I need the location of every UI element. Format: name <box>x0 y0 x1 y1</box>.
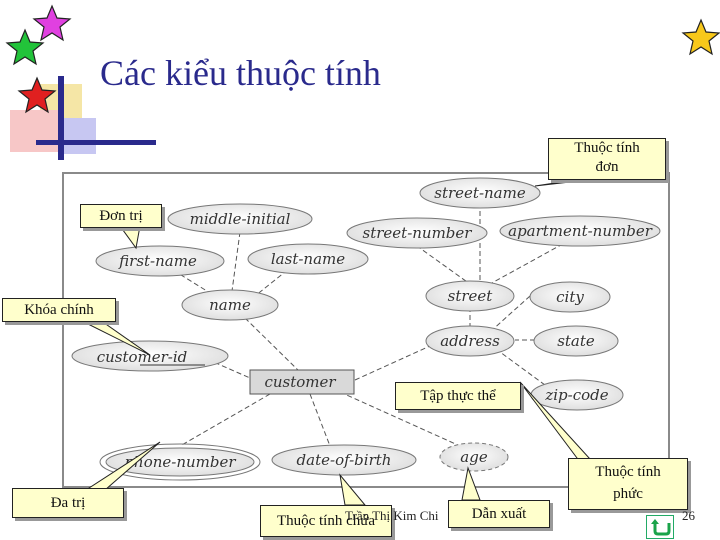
decor-bar-vertical <box>58 76 64 160</box>
callout-composite-attribute: Thuộc tính phức <box>568 458 688 510</box>
star-yellow-icon <box>681 18 720 56</box>
attr-street-number: street-number <box>363 224 473 242</box>
decor-block-blue <box>64 118 96 154</box>
attr-street-name: street-name <box>434 184 526 202</box>
page-number: 26 <box>682 508 695 523</box>
attr-first-name: first-name <box>118 252 197 270</box>
star-red-icon <box>17 76 57 114</box>
attr-address: address <box>440 332 500 350</box>
callout-composite-line1: Thuộc tính <box>595 464 661 480</box>
entity-customer-label: customer <box>264 373 336 391</box>
attr-phone-number: phone-number <box>124 453 236 471</box>
attr-name: name <box>209 296 251 314</box>
callout-simple-line1: Thuộc tính <box>574 140 640 156</box>
attr-last-name: last-name <box>271 250 345 268</box>
decor-block-pink <box>10 110 58 152</box>
return-arrow-icon <box>651 519 671 536</box>
star-magenta-icon <box>32 4 72 42</box>
callout-primary-key: Khóa chính <box>2 298 116 322</box>
attr-age: age <box>460 448 488 466</box>
callout-derived: Dẫn xuất <box>448 500 550 528</box>
callout-stored: Thuộc tính chứa <box>260 505 392 537</box>
callout-pointers <box>79 177 606 506</box>
attr-apartment-number: apartment-number <box>508 222 653 240</box>
attr-zip-code: zip-code <box>544 386 608 404</box>
attr-date-of-birth: date-of-birth <box>297 451 392 469</box>
callout-single-valued: Đơn trị <box>80 204 162 228</box>
attr-middle-initial: middle-initial <box>190 210 291 228</box>
attr-customer-id: customer-id <box>97 348 188 366</box>
entity-box <box>249 369 355 395</box>
decor-bar-horizontal <box>36 140 156 145</box>
multivalued-outer-ellipse <box>99 443 261 481</box>
callout-composite-line2: phức <box>613 486 643 502</box>
callout-simple-attribute: Thuộc tính đơn <box>548 138 666 180</box>
attr-state: state <box>557 332 595 350</box>
callout-multivalued: Đa trị <box>12 488 124 518</box>
footer-author: Trần Thị Kim Chi <box>345 508 439 523</box>
attr-street: street <box>448 287 494 305</box>
return-button[interactable] <box>646 515 674 539</box>
page-title: Các kiểu thuộc tính <box>100 53 381 93</box>
star-green-icon <box>5 28 45 66</box>
decor-stars <box>5 4 720 114</box>
attribute-ellipses <box>71 177 661 476</box>
attr-city: city <box>556 288 584 306</box>
callout-entity-set: Tập thực thể <box>395 382 521 410</box>
callout-simple-line2: đơn <box>595 159 619 175</box>
